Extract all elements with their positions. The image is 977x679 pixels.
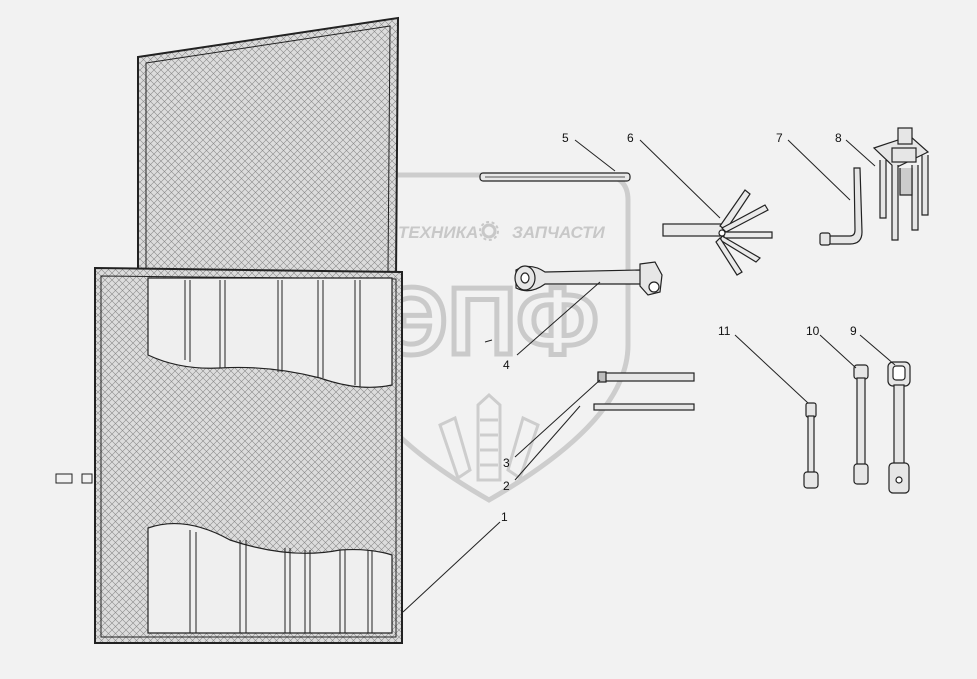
leader-lines <box>402 139 896 613</box>
callout-4: 4 <box>503 358 510 372</box>
watermark-brand-left: ТЕХНИКА <box>398 223 478 242</box>
leader-line-3 <box>514 379 601 458</box>
callout-labels: 1 2 3 4 5 6 7 8 9 10 11 <box>501 131 857 524</box>
socket-wrench-9 <box>887 361 911 494</box>
callout-3: 3 <box>503 456 510 470</box>
tool-roll-strap <box>55 473 73 484</box>
leader-line-4 <box>516 281 601 356</box>
socket-wrench-11 <box>803 402 819 489</box>
callout-9: 9 <box>850 324 857 338</box>
tool-roll <box>55 16 493 644</box>
callout-2: 2 <box>503 479 510 493</box>
hex-key-7 <box>819 167 863 246</box>
rod-5 <box>479 172 631 182</box>
tool-roll-flap <box>137 16 400 279</box>
wrench-4 <box>514 261 663 296</box>
rod-2 <box>593 403 695 411</box>
leader-line-1 <box>402 521 501 613</box>
watermark-wheat-icon <box>438 392 540 482</box>
leader-line-6 <box>639 139 721 219</box>
tool-roll-upper-pockets <box>147 277 393 388</box>
tool-roll-lower-pockets <box>147 523 393 634</box>
callout-1: 1 <box>501 510 508 524</box>
gear-icon <box>479 221 499 241</box>
callout-5: 5 <box>562 131 569 145</box>
leader-line-8 <box>845 139 876 167</box>
socket-wrench-10 <box>853 364 869 485</box>
watermark-brand-right: ЗАПЧАСТИ <box>512 223 605 242</box>
leader-line-9 <box>859 334 896 366</box>
puller-8 <box>872 127 930 241</box>
leader-line-2 <box>514 405 581 481</box>
leader-line-7 <box>787 139 851 201</box>
leader-line-5 <box>574 139 616 172</box>
rod-3 <box>597 371 695 383</box>
callout-7: 7 <box>776 131 783 145</box>
callout-8: 8 <box>835 131 842 145</box>
callout-11: 11 <box>718 324 731 338</box>
callout-10: 10 <box>806 324 820 338</box>
leader-line-10 <box>819 334 857 369</box>
blade-set-6 <box>662 189 773 276</box>
leader-line-11 <box>734 334 809 404</box>
callout-6: 6 <box>627 131 634 145</box>
